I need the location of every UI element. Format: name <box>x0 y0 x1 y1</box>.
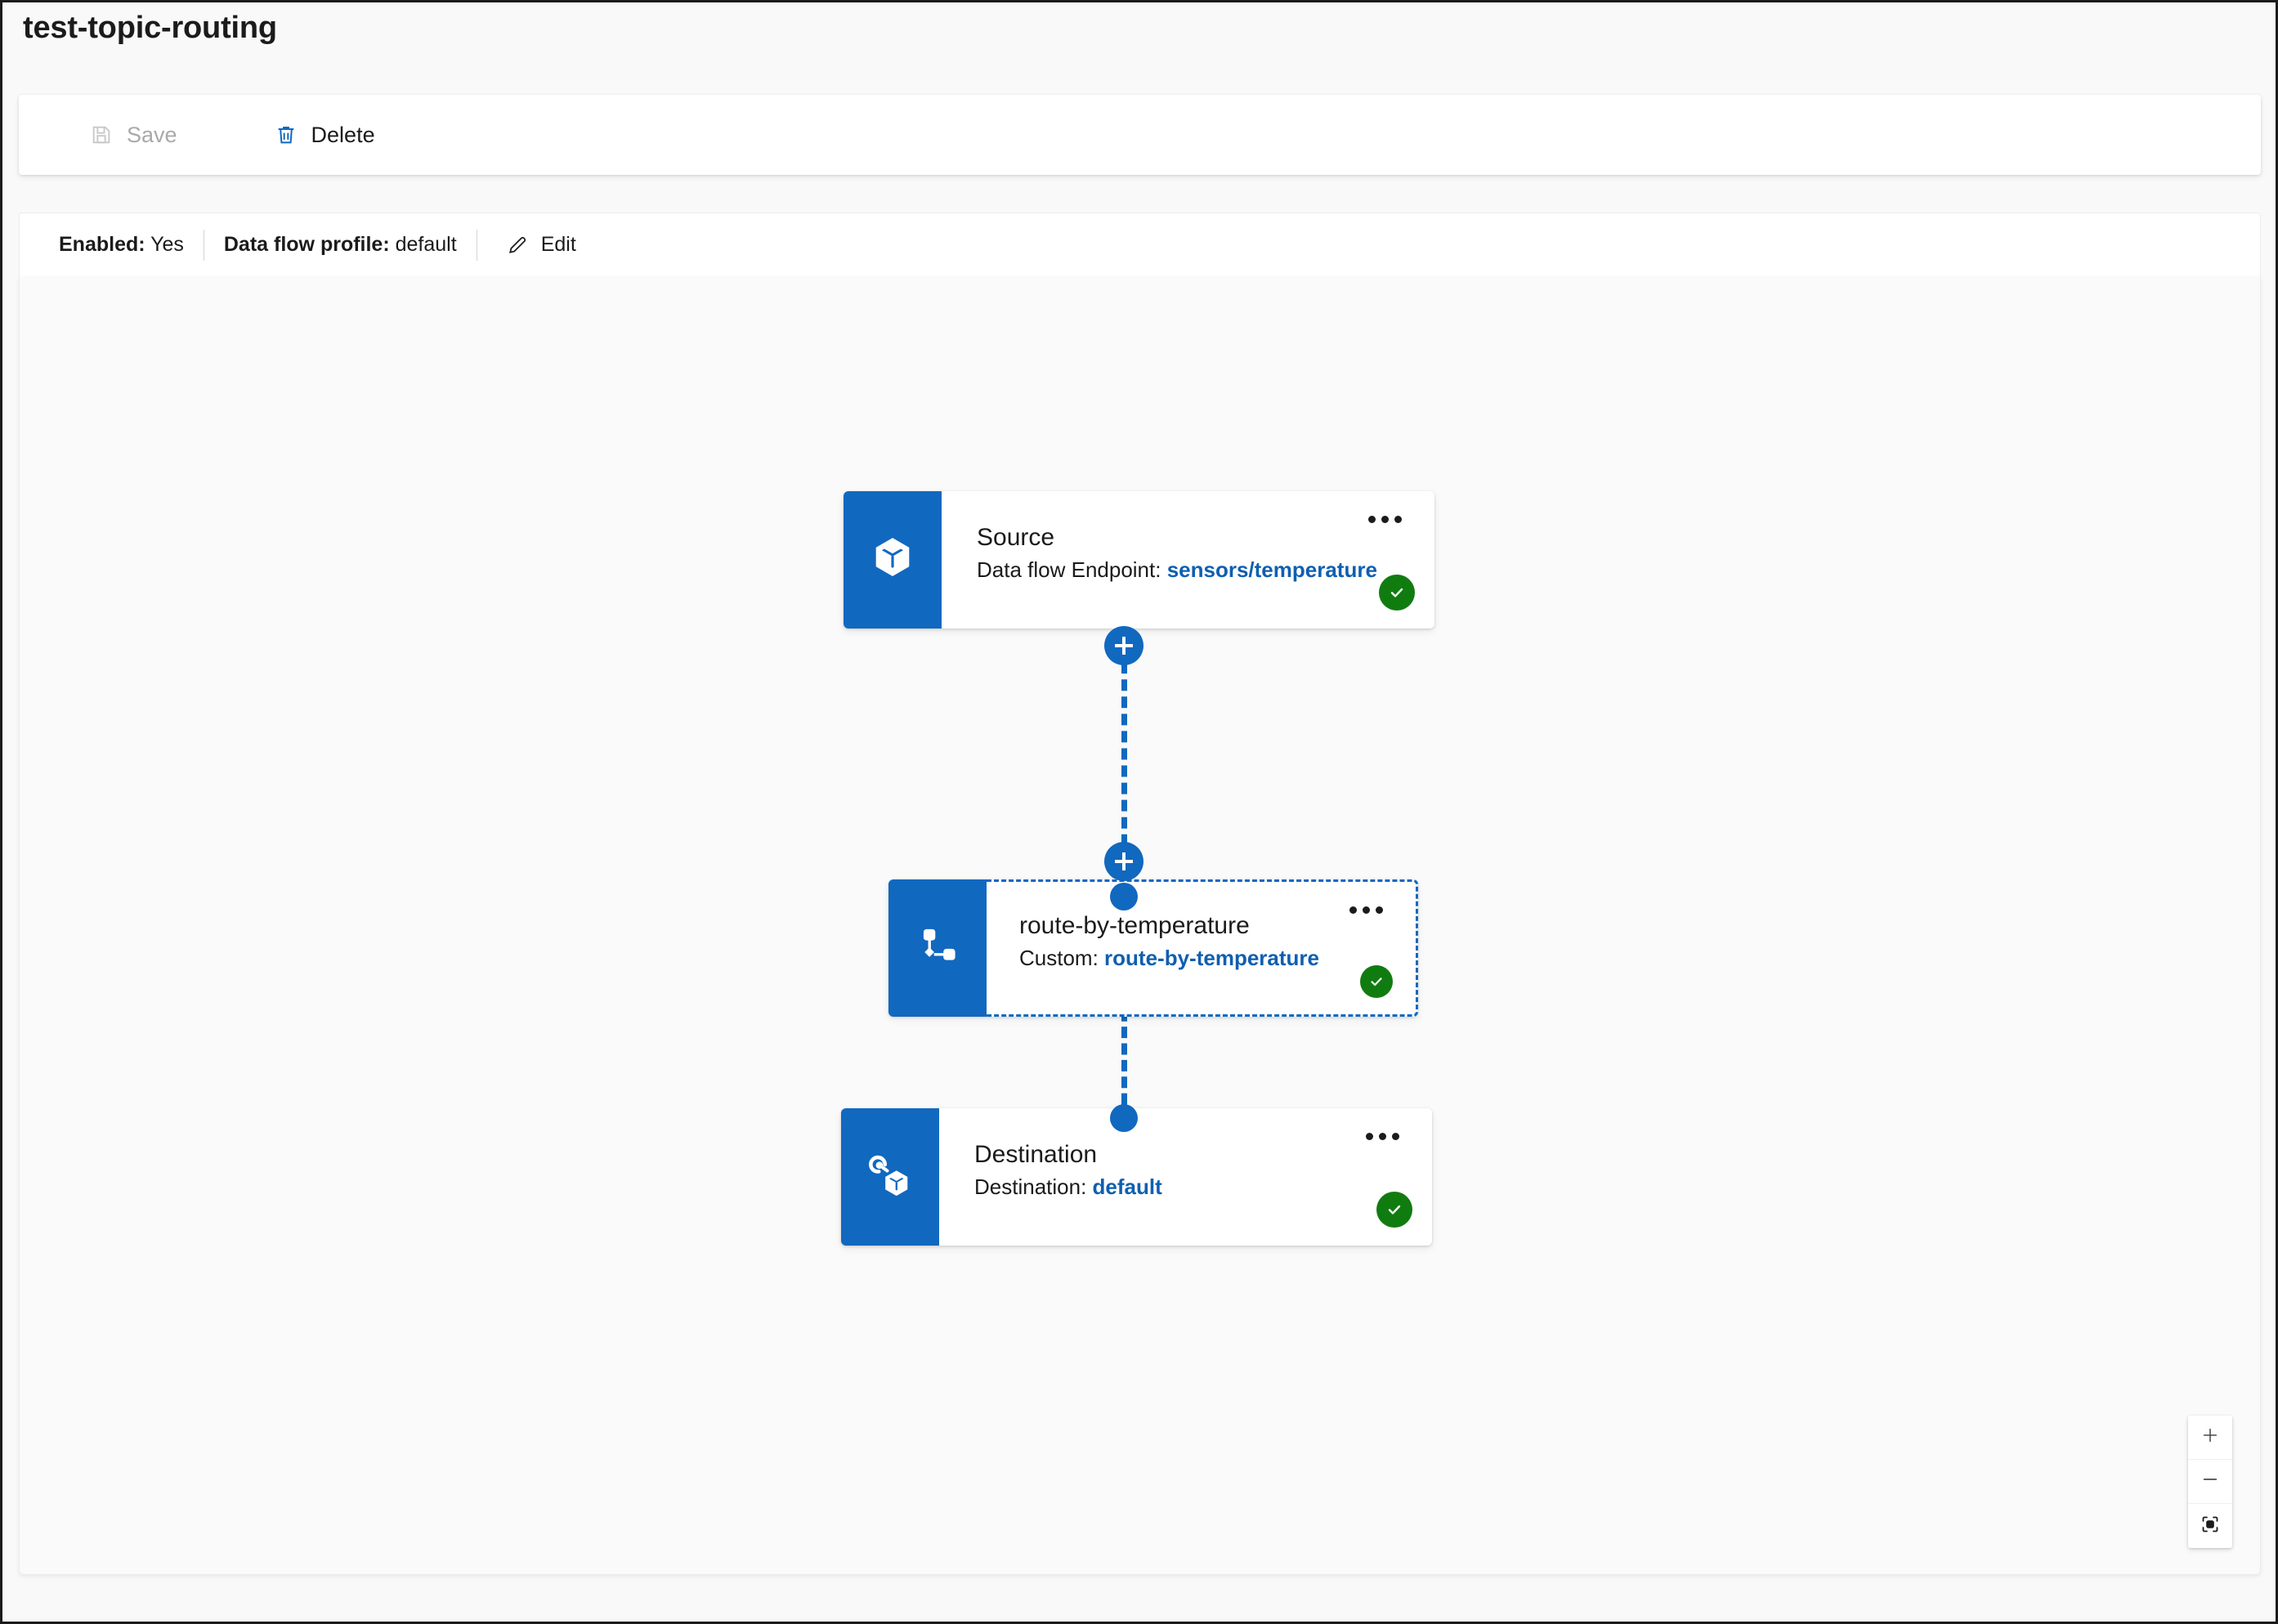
page-title: test-topic-routing <box>23 11 277 45</box>
branch-icon <box>915 924 960 973</box>
destination-icon-tile <box>841 1108 939 1246</box>
destination-sub-value: default <box>1092 1174 1162 1200</box>
trash-icon <box>274 123 298 147</box>
transform-sub-value: route-by-temperature <box>1104 946 1319 971</box>
connector-source-transform <box>1121 628 1127 897</box>
transform-subtitle: Custom: route-by-temperature <box>1019 945 1416 972</box>
source-icon-tile <box>844 491 942 629</box>
zoom-out-icon <box>2201 1470 2219 1492</box>
node-transform[interactable]: route-by-temperature Custom: route-by-te… <box>888 879 1418 1017</box>
ellipsis-icon[interactable] <box>1362 509 1408 530</box>
zoom-in-icon <box>2201 1426 2219 1448</box>
source-title: Source <box>977 524 1055 551</box>
source-body: Source Data flow Endpoint: sensors/tempe… <box>942 491 1434 629</box>
edit-button[interactable]: Edit <box>497 228 584 262</box>
destination-sub-label: Destination: <box>974 1174 1087 1200</box>
properties-bar: Enabled: Yes Data flow profile: default … <box>19 213 2261 276</box>
source-sub-value: sensors/temperature <box>1166 557 1377 583</box>
transform-icon-tile <box>888 879 987 1017</box>
destination-subtitle: Destination: default <box>974 1174 1432 1201</box>
enabled-label: Enabled: <box>59 233 145 256</box>
add-node-button-1[interactable] <box>1104 626 1143 665</box>
fit-to-view-button[interactable] <box>2188 1504 2232 1548</box>
transform-body: route-by-temperature Custom: route-by-te… <box>987 879 1418 1017</box>
ellipsis-icon[interactable] <box>1343 900 1390 920</box>
zoom-out-button[interactable] <box>2188 1460 2232 1504</box>
fit-to-view-icon <box>2200 1514 2220 1538</box>
save-label: Save <box>127 122 177 147</box>
status-badge-valid <box>1379 575 1415 611</box>
destination-title: Destination <box>974 1141 1098 1168</box>
connector-endpoint-2 <box>1110 1104 1138 1132</box>
ellipsis-icon[interactable] <box>1359 1126 1406 1147</box>
profile-property: Data flow profile: default <box>224 233 457 257</box>
profile-label: Data flow profile: <box>223 233 390 256</box>
edit-label: Edit <box>540 233 576 256</box>
profile-value: default <box>395 233 457 256</box>
source-subtitle: Data flow Endpoint: sensors/temperature <box>977 557 1434 584</box>
dataflow-canvas[interactable]: Source Data flow Endpoint: sensors/tempe… <box>19 276 2261 1575</box>
cube-icon <box>869 535 916 586</box>
delete-label: Delete <box>311 122 375 147</box>
node-destination[interactable]: Destination Destination: default <box>841 1108 1432 1246</box>
connector-endpoint-1 <box>1110 883 1138 910</box>
cube-link-icon <box>866 1152 914 1203</box>
delete-button[interactable]: Delete <box>262 110 387 160</box>
source-sub-label: Data flow Endpoint: <box>977 557 1161 583</box>
transform-title: route-by-temperature <box>1019 912 1250 939</box>
command-bar: Save Delete <box>19 95 2261 175</box>
pencil-icon <box>505 233 530 257</box>
enabled-property: Enabled: Yes <box>59 233 184 257</box>
zoom-controls <box>2188 1416 2232 1548</box>
transform-sub-label: Custom: <box>1019 946 1099 971</box>
save-button[interactable]: Save <box>78 110 189 160</box>
enabled-value: Yes <box>150 233 184 256</box>
add-node-button-2[interactable] <box>1104 842 1143 881</box>
destination-body: Destination Destination: default <box>939 1108 1432 1246</box>
status-badge-valid <box>1360 965 1393 998</box>
zoom-in-button[interactable] <box>2188 1416 2232 1460</box>
status-badge-valid <box>1376 1192 1412 1228</box>
node-source[interactable]: Source Data flow Endpoint: sensors/tempe… <box>844 491 1434 629</box>
save-icon <box>89 123 114 147</box>
